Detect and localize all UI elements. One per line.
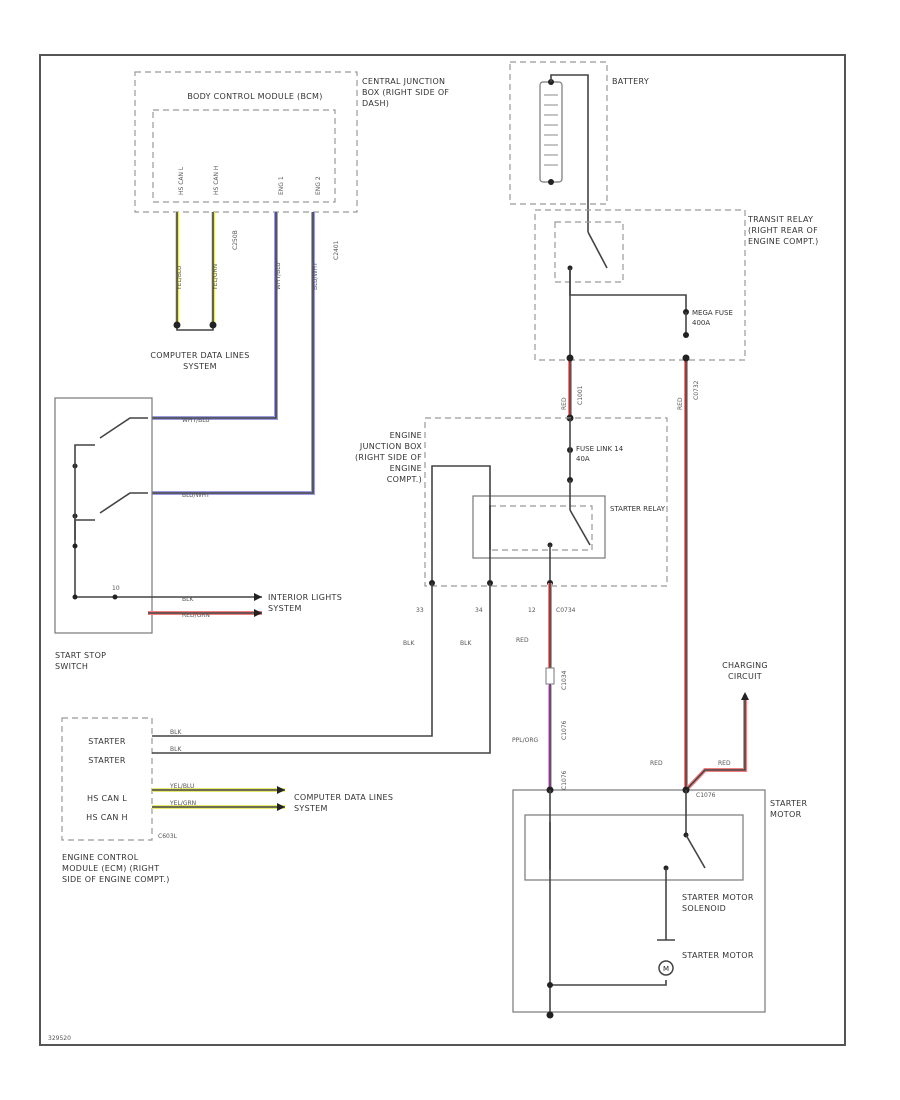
red-label-5: RED (718, 760, 731, 767)
bcm-connector: C250B (232, 230, 239, 250)
ecm-blk-2: BLK (170, 746, 182, 753)
sw-wht-label: WHT/BLU (182, 417, 210, 424)
footer-id: 329520 (48, 1035, 71, 1042)
bcm-wire-4: BLU/WHT (312, 262, 319, 290)
bcm-pin-3: ENG 1 (278, 176, 285, 195)
bcm-connector-2: C2401 (333, 240, 340, 260)
start-stop-label: START STOP SWITCH (55, 651, 107, 671)
red-wire-label-1: RED (561, 397, 568, 410)
red-wire-label-3: RED (516, 637, 529, 644)
c1076c-label: C1076 (696, 792, 716, 799)
svg-text:M: M (663, 965, 669, 973)
bcm-pin-4: ENG 2 (315, 176, 322, 195)
computer-data-bottom-label: COMPUTER DATA LINES SYSTEM (294, 793, 394, 813)
bcm-wire-2: YEL/GRN (212, 264, 219, 291)
bcm-wire-1: YEL/BLU (176, 266, 183, 291)
motor-icon: M (657, 939, 675, 976)
battery-label: BATTERY (612, 77, 649, 86)
red-wire-label-2: RED (677, 397, 684, 410)
ecm-yb: YEL/BLU (169, 783, 194, 790)
ecm-pin-4: HS CAN H (86, 813, 128, 822)
interior-lights-label: INTERIOR LIGHTS SYSTEM (268, 593, 343, 613)
transit-relay-inner (554, 221, 624, 283)
battery-icon (539, 81, 563, 183)
ecm-pin-2: STARTER (88, 756, 126, 765)
frame (39, 54, 846, 1046)
starter-relay-box (472, 495, 606, 559)
solenoid-label: STARTER MOTOR SOLENOID (682, 893, 754, 913)
pin-10: 10 (112, 585, 120, 592)
bcm-pin-1: HS CAN L (178, 166, 185, 195)
bcm-wires: YEL/BLU YEL/GRN WHT/BLU BLU/WHT (152, 212, 319, 495)
starter-motor-label: STARTER MOTOR (770, 799, 808, 819)
cjb-label: CENTRAL JUNCTION BOX (RIGHT SIDE OF DASH… (362, 77, 450, 108)
ecm-connector: C603L (158, 833, 178, 840)
transit-relay-switch (567, 231, 687, 358)
sw-redgrn-label: RED/GRN (182, 612, 210, 619)
pin-33: 33 (416, 607, 424, 614)
ecm-wires (152, 583, 491, 811)
ecm-pin-3: HS CAN L (87, 794, 127, 803)
start-stop-switches (72, 417, 262, 617)
red-label-4: RED (650, 760, 663, 767)
c1034-label: C1034 (561, 670, 568, 690)
ecm-label: ENGINE CONTROL MODULE (ECM) (RIGHT SIDE … (62, 853, 170, 884)
sw-blk-label: BLK (182, 596, 194, 603)
c1076b-label: C1076 (561, 770, 568, 790)
mega-connector-label: C0732 (693, 380, 700, 400)
start-stop-box (54, 397, 153, 634)
inline-connector (545, 667, 555, 685)
blk-label-2: BLK (460, 640, 472, 647)
battery-wire (550, 74, 589, 232)
bcm-label: BODY CONTROL MODULE (BCM) (187, 92, 322, 101)
transit-relay-label: TRANSIT RELAY (RIGHT REAR OF ENGINE COMP… (748, 215, 819, 246)
charging-label: CHARGING CIRCUIT (722, 661, 768, 681)
ejb-box (424, 417, 668, 587)
starter-relay-switch (431, 465, 591, 583)
blk-label-1: BLK (403, 640, 415, 647)
pin-12: 12 (528, 607, 536, 614)
transit-relay-box (534, 209, 746, 361)
ecm-blk-1: BLK (170, 729, 182, 736)
bcm-box (152, 109, 336, 203)
ejb-connector-2: C0734 (556, 607, 576, 614)
mega-fuse-label: MEGA FUSE 400A (692, 309, 733, 327)
charging-wire (684, 695, 747, 792)
fuse-link-label: FUSE LINK 14 40A (576, 445, 624, 463)
cjb-box (134, 71, 358, 213)
bcm-pin-2: HS CAN H (213, 166, 220, 195)
ecm-box (61, 717, 153, 841)
ecm-pin-1: STARTER (88, 737, 126, 746)
ecm-yg: YEL/GRN (169, 800, 196, 807)
sw-blu-label: BLU/WHT (182, 492, 210, 499)
starter-relay-label: STARTER RELAY (610, 505, 665, 513)
starter-motor-box (512, 789, 766, 1013)
motor-label: STARTER MOTOR (682, 951, 754, 960)
ejb-label: ENGINE JUNCTION BOX (RIGHT SIDE OF ENGIN… (355, 431, 422, 484)
bcm-wire-3: WHT/BLU (275, 262, 282, 290)
ppl-org-label: PPL/ORG (512, 737, 538, 744)
pin-34: 34 (475, 607, 483, 614)
starter-relay-inner (489, 505, 593, 551)
solenoid-switch (549, 790, 706, 1015)
computer-data-top-label: COMPUTER DATA LINES SYSTEM (150, 351, 250, 371)
battery-box (509, 61, 608, 205)
solenoid-box (524, 814, 744, 881)
ejb-connector-label: C1001 (577, 385, 584, 405)
battery-cells (544, 94, 558, 166)
c1076-label: C1076 (561, 720, 568, 740)
